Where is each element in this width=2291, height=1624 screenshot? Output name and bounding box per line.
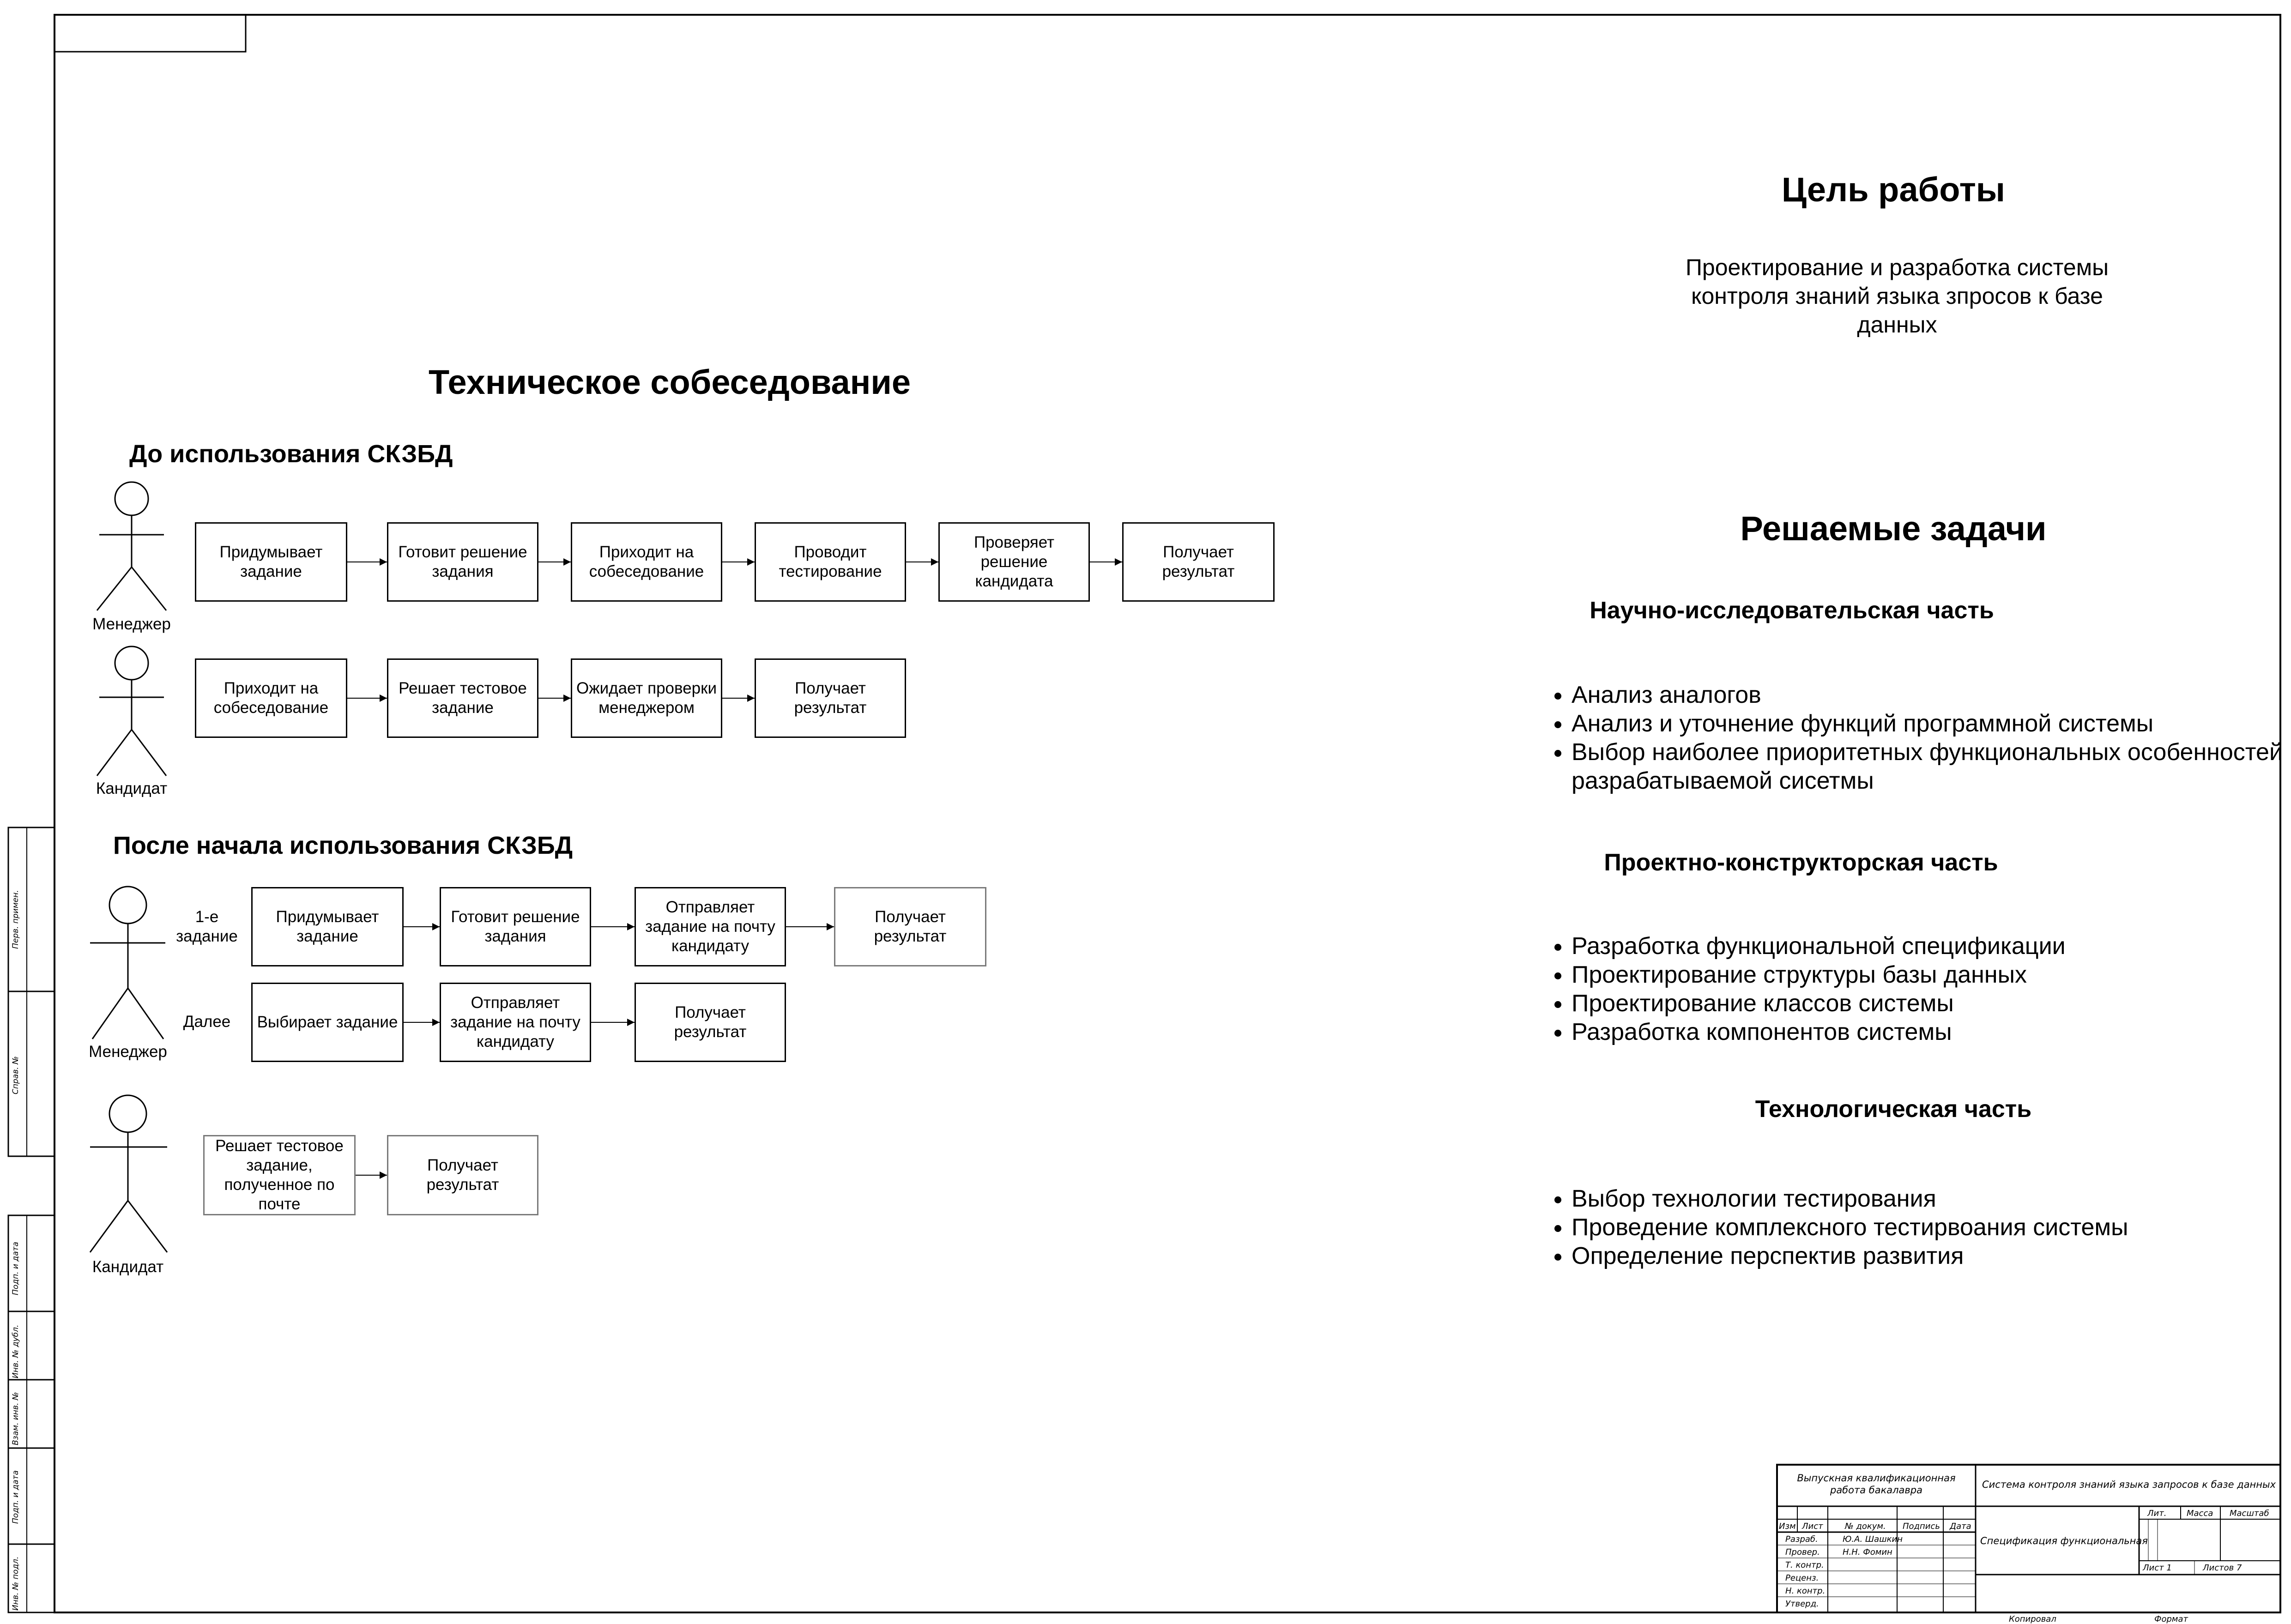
stamp-col-doc: № докум. <box>1845 1521 1886 1531</box>
goal-text: Проектирование и разработка системы конт… <box>1685 254 2109 338</box>
task-item: Проведение комплексного тестирвоания сис… <box>1572 1213 2283 1242</box>
actor-label-manager-before: Менеджер <box>92 615 171 633</box>
side-label: Инв. № дубл. <box>11 1324 20 1378</box>
part-title-technology: Технологическая часть <box>1755 1096 2032 1123</box>
stamp-work-type: Выпускная квалификационная работа бакала… <box>1797 1473 1956 1496</box>
step-box: Решает тестовое задание, полученное по п… <box>203 1135 356 1215</box>
stamp-role: Т. контр. <box>1785 1560 1824 1570</box>
stamp-sheet-label: Лист 1 <box>2143 1563 2172 1573</box>
stamp-role: Разраб. <box>1785 1534 1818 1544</box>
stamp-developer-name: Ю.А. Шашкин <box>1843 1534 1903 1544</box>
flow-arrows <box>347 558 1122 1179</box>
stamp-role: Н. контр. <box>1785 1586 1826 1596</box>
step-box: Получает результат <box>834 887 986 966</box>
step-box: Получает результат <box>755 658 906 738</box>
task-item: Проектирование классов системы <box>1572 989 2283 1018</box>
stamp-col-date: Дата <box>1950 1521 1971 1531</box>
stamp-role: Утверд. <box>1785 1599 1819 1609</box>
step-box: Получает результат <box>1122 522 1275 602</box>
stamp-col-list: Лист <box>1802 1521 1823 1531</box>
stamp-lit-label: Лит. <box>2147 1509 2167 1518</box>
tasks-title: Решаемые задачи <box>1740 509 2047 548</box>
step-box: Отправляет задание на почту кандидату <box>440 983 591 1062</box>
part-title-design: Проектно-конструкторская часть <box>1604 849 1998 876</box>
step-box: Придумывает задание <box>195 522 347 602</box>
step-box: Проводит тестирование <box>755 522 906 602</box>
task-item: Анализ и уточнение функций программной с… <box>1572 709 2283 738</box>
actor-manager-after <box>90 886 165 1039</box>
task-list-technology: Выбор технологии тестирования Проведение… <box>1546 1184 2283 1270</box>
step-box: Ожидает проверки менеджером <box>571 658 722 738</box>
task-item: Определение перспектив развития <box>1572 1242 2283 1270</box>
actor-candidate-after <box>89 1094 168 1253</box>
task-list-design: Разработка функциональной спецификации П… <box>1546 932 2283 1046</box>
step-box: Решает тестовое задание <box>387 658 538 738</box>
actor-label-candidate-before: Кандидат <box>96 779 168 797</box>
step-box: Придумывает задание <box>251 887 404 966</box>
task-item: Проектирование структуры базы данных <box>1572 960 2283 989</box>
stamp-col-izm: Изм <box>1779 1521 1796 1531</box>
step-box: Проверяет решение кандидата <box>938 522 1090 602</box>
actor-label-candidate-after: Кандидат <box>92 1258 164 1276</box>
stamp-doc-title: Спецификация функциональная <box>1980 1535 2148 1546</box>
side-label: Подп. и дата <box>11 1470 20 1524</box>
side-label: Перв. примен. <box>11 890 20 949</box>
side-strip-lower <box>7 1214 55 1613</box>
step-box: Готовит решение задания <box>440 887 591 966</box>
outer-border <box>54 14 2281 1613</box>
actor-candidate-before <box>96 646 167 776</box>
after-section-title: После начала использования СКЗБД <box>113 832 573 859</box>
stamp-project-title: Система контроля знаний языка запросов к… <box>1982 1479 2276 1490</box>
stamp-copied-label: Копировал <box>2009 1614 2056 1624</box>
step-box: Получает результат <box>387 1135 538 1215</box>
task-list-research: Анализ аналогов Анализ и уточнение функц… <box>1546 681 2283 795</box>
stamp-col-sign: Подпись <box>1903 1521 1940 1531</box>
step-box: Приходит на собеседование <box>571 522 722 602</box>
stamp-format-label: Формат <box>2154 1614 2188 1624</box>
side-label: Инв. № подл. <box>11 1556 20 1611</box>
task-item: Анализ аналогов <box>1572 681 2283 709</box>
stamp-role: Провер. <box>1785 1547 1820 1557</box>
next-tasks-label: Далее <box>183 1013 231 1031</box>
step-box: Готовит решение задания <box>387 522 538 602</box>
task-item: Разработка функциональной спецификации <box>1572 932 2283 960</box>
diagram-title: Техническое собеседование <box>428 363 911 401</box>
step-box: Выбирает задание <box>251 983 404 1062</box>
side-label: Подп. и дата <box>11 1242 20 1295</box>
stamp-role: Реценз. <box>1785 1573 1819 1583</box>
before-section-title: До использования СКЗБД <box>129 440 453 468</box>
task-item: Разработка компонентов системы <box>1572 1018 2283 1046</box>
task-item: Выбор технологии тестирования <box>1572 1184 2283 1213</box>
step-box: Приходит на собеседование <box>195 658 347 738</box>
corner-label-box <box>54 14 247 53</box>
side-label: Справ. № <box>11 1056 20 1094</box>
actor-manager-before <box>96 481 167 611</box>
stamp-scale-label: Масштаб <box>2230 1509 2269 1518</box>
title-block <box>1776 1464 2281 1613</box>
step-box: Отправляет задание на почту кандидату <box>635 887 786 966</box>
first-task-label: 1-е задание <box>176 908 238 945</box>
task-item: Выбор наиболее приоритетных функциональн… <box>1572 738 2283 795</box>
side-label: Взам. инв. № <box>11 1392 20 1445</box>
stamp-sheets-label: Листов 7 <box>2203 1563 2242 1573</box>
step-box: Получает результат <box>635 983 786 1062</box>
goal-title: Цель работы <box>1781 170 2006 209</box>
part-title-research: Научно-исследовательская часть <box>1590 597 1994 624</box>
actor-label-manager-after: Менеджер <box>89 1043 167 1061</box>
stamp-mass-label: Масса <box>2187 1509 2213 1518</box>
stamp-checker-name: Н.Н. Фомин <box>1843 1547 1892 1557</box>
